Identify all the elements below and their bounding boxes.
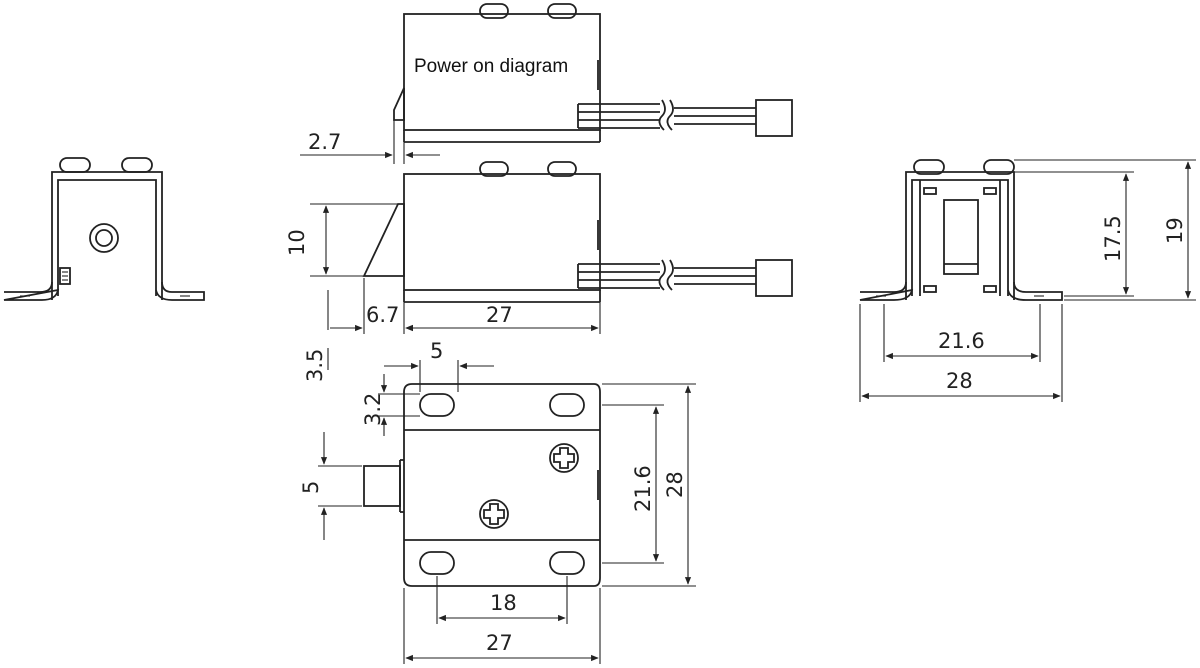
dim-body-width: 27 <box>486 631 513 655</box>
caption-power-on: Power on diagram <box>414 56 568 77</box>
front-end-view <box>3 157 205 301</box>
dim-hole-pitch-vertical: 21.6 <box>631 465 655 512</box>
top-view: 5 3.2 5 21.6 28 18 27 <box>299 339 696 664</box>
blackout-side-view: 10 6.7 27 3.5 <box>285 161 793 382</box>
dim-side-length: 27 <box>486 303 513 327</box>
rear-end-view: 17.5 19 21.6 28 <box>859 159 1196 402</box>
dim-hole-pitch-horizontal: 18 <box>490 591 517 615</box>
dim-plunger-height: 10 <box>285 229 309 256</box>
dim-end-total-height: 19 <box>1163 217 1187 244</box>
dim-hole-height: 3.2 <box>361 393 385 426</box>
dim-plunger-offset: 6.7 <box>366 303 399 327</box>
power-on-side-view: 2.7 Power on diagram <box>300 3 793 164</box>
dim-end-width: 28 <box>946 369 973 393</box>
dim-body-height: 28 <box>663 471 687 498</box>
dim-end-inner-height: 17.5 <box>1101 215 1125 262</box>
dim-plunger-travel: 2.7 <box>308 130 341 154</box>
dim-base-offset: 3.5 <box>303 349 327 382</box>
dim-plunger-width: 5 <box>299 481 323 494</box>
dim-hole-spacing: 5 <box>430 339 443 363</box>
dim-end-hole-pitch: 21.6 <box>938 329 985 353</box>
